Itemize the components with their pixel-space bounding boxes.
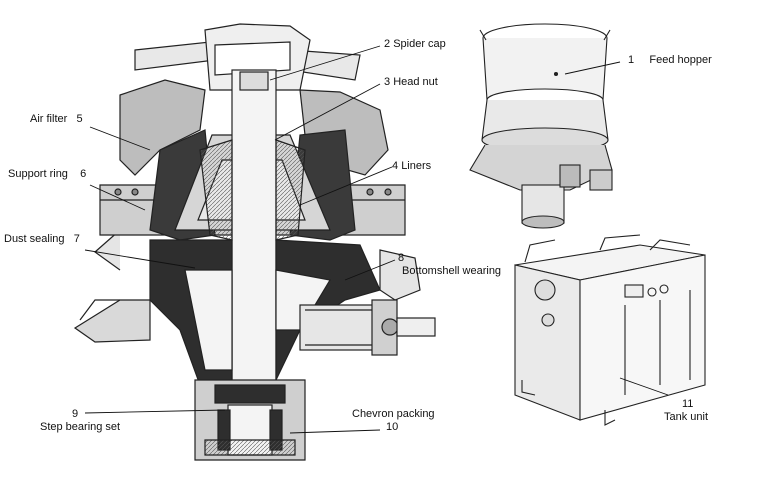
label-feed-hopper-text: Feed hopper [649, 54, 712, 66]
crusher-cross-section [73, 23, 436, 461]
label-step-bearing-set-number: 9 [72, 408, 79, 420]
label-spider-cap: 2 Spider cap [384, 38, 446, 51]
label-support-ring: Support ring 6 [8, 168, 86, 181]
label-liners-number: 4 [392, 160, 399, 172]
label-chevron-packing-number: 10 [386, 421, 399, 433]
label-chevron-packing-text: Chevron packing [352, 408, 435, 420]
label-air-filter: Air filter 5 [30, 113, 83, 126]
label-dust-sealing-number: 7 [73, 233, 80, 245]
label-liners: 4 Liners [392, 160, 431, 173]
label-spider-cap-text: Spider cap [393, 38, 446, 50]
leader-lines [84, 45, 669, 434]
label-support-ring-number: 6 [80, 168, 87, 180]
tank-unit-drawing [514, 234, 706, 426]
label-step-bearing-set-text: Step bearing set [40, 421, 121, 433]
label-step-bearing-set: 9 Step bearing set [40, 408, 120, 434]
label-bottomshell-wearing-text: Bottomshell wearing [402, 265, 502, 277]
label-dust-sealing: Dust sealing 7 [4, 233, 80, 246]
label-head-nut-text: Head nut [393, 76, 438, 88]
label-liners-text: Liners [401, 160, 432, 172]
label-feed-hopper-number: 1 [628, 54, 635, 66]
label-tank-unit-text: Tank unit [664, 411, 709, 423]
label-dust-sealing-text: Dust sealing [4, 233, 65, 245]
label-support-ring-text: Support ring [8, 168, 68, 180]
label-bottomshell-wearing-number: 8 [398, 252, 405, 264]
label-tank-unit-number: 11 [682, 398, 694, 410]
label-feed-hopper: 1 Feed hopper [628, 54, 712, 67]
label-head-nut: 3 Head nut [384, 76, 438, 89]
label-chevron-packing: Chevron packing 10 [352, 408, 435, 434]
feed-hopper-drawing [469, 23, 613, 229]
label-bottomshell-wearing: 8 Bottomshell wearing [398, 252, 501, 278]
label-air-filter-number: 5 [76, 113, 83, 125]
label-air-filter-text: Air filter [30, 113, 68, 125]
label-spider-cap-number: 2 [384, 38, 391, 50]
label-tank-unit: 11 Tank unit [664, 398, 708, 424]
label-head-nut-number: 3 [384, 76, 391, 88]
